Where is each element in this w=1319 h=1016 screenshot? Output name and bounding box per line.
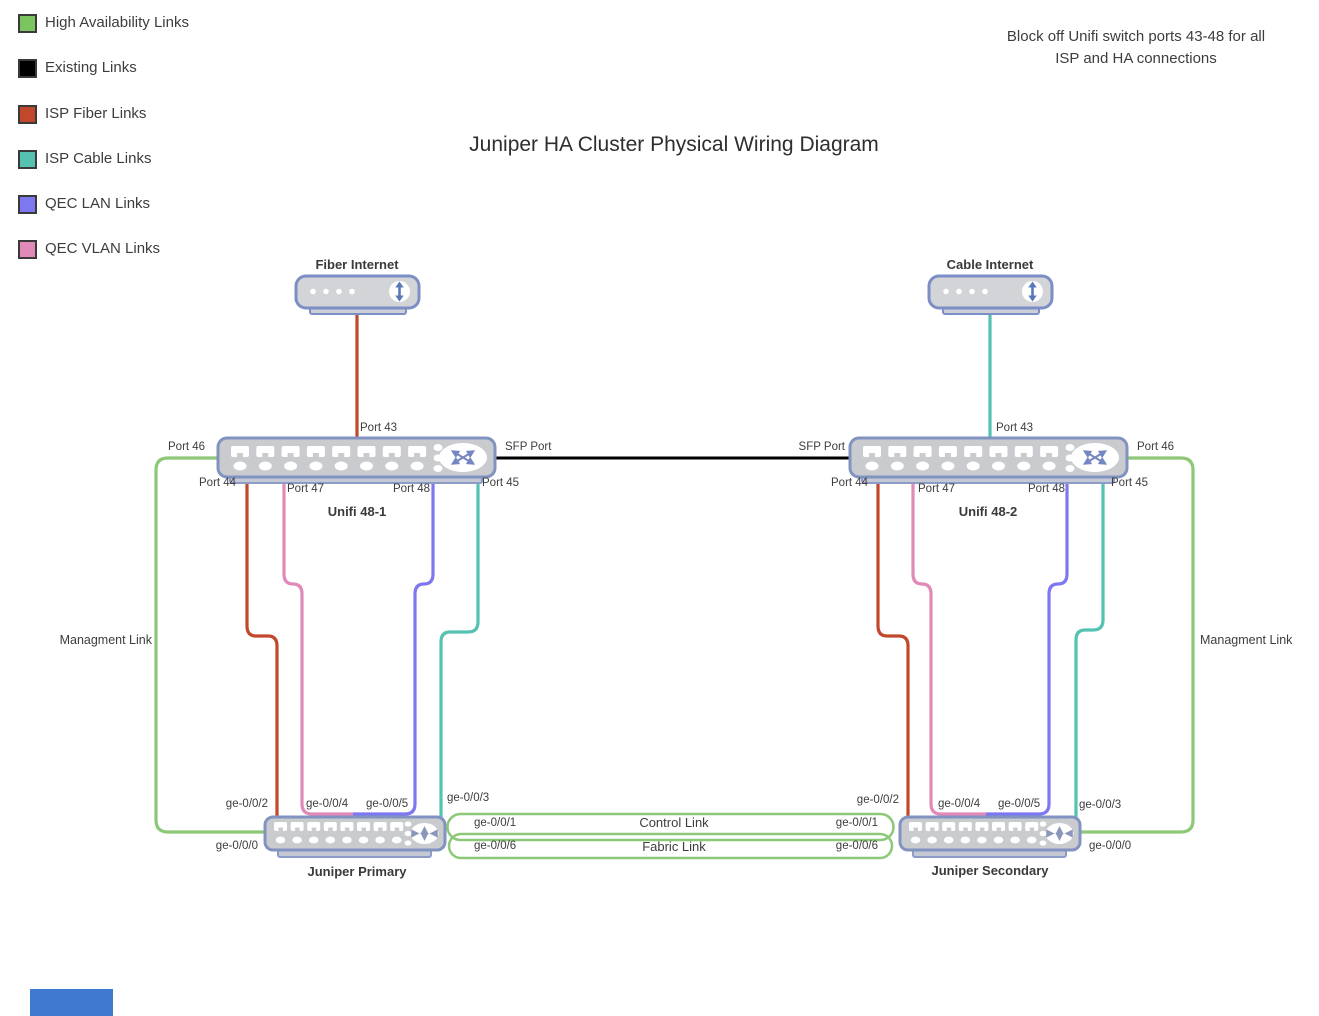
up-down-arrow-icon — [1028, 281, 1037, 302]
juniper1-ge005-label: ge-0/0/5 — [366, 798, 409, 810]
juniper1-ge000-label: ge-0/0/0 — [215, 840, 258, 852]
wire-vlan-unifi1-port47-to-ge004 — [282, 477, 353, 816]
wire-fiber-unifi2-port44-to-ge002 — [876, 477, 910, 818]
legend-label-isp-cable: ISP Cable Links — [45, 150, 152, 167]
unifi1-sfp-port-label: SFP Port — [505, 441, 552, 453]
wire-lan-unifi1-port48-to-ge005 — [353, 477, 435, 816]
router-arrows-icon — [411, 826, 438, 841]
note-block-ports: Block off Unifi switch ports 43-48 for a… — [936, 26, 1319, 70]
switch-ports — [863, 444, 1075, 472]
unifi1-port47-label: Port 47 — [287, 483, 325, 495]
unifi1-port43-label: Port 43 — [360, 422, 398, 434]
unifi2-port45-label: Port 45 — [1111, 477, 1149, 489]
juniper-primary-label: Juniper Primary — [307, 864, 407, 879]
legend-item-high-availability: High Availability Links — [18, 13, 189, 33]
modem-leds — [310, 288, 355, 295]
juniper2-ge002-label: ge-0/0/2 — [856, 794, 899, 806]
wires — [154, 305, 1195, 834]
up-down-arrow-icon — [395, 281, 404, 302]
control-link-label: Control Link — [639, 815, 709, 830]
juniper2-ge005-label: ge-0/0/5 — [998, 798, 1041, 810]
wire-cable-unifi2-port45-to-ge003 — [1074, 477, 1105, 818]
wire-vlan-unifi2-port47-to-ge004 — [911, 477, 986, 816]
juniper2-ge003-label: ge-0/0/3 — [1079, 799, 1122, 811]
management-link-label-right: Managment Link — [1200, 633, 1293, 647]
legend-label-qec-lan: QEC LAN Links — [45, 195, 151, 212]
legend-swatch-qec-lan — [18, 194, 37, 214]
wire-fiber-unifi1-port44-to-ge002 — [245, 477, 279, 818]
unifi1-port48-label: Port 48 — [393, 483, 431, 495]
unifi2-switch-icon — [848, 436, 1129, 484]
router-ports — [909, 821, 1047, 846]
fiber-modem-icon — [294, 274, 421, 315]
juniper2-ge004-label: ge-0/0/4 — [938, 798, 981, 810]
legend-swatch-existing — [18, 58, 37, 78]
legend-swatch-isp-fiber — [18, 104, 37, 124]
juniper-secondary-label: Juniper Secondary — [931, 863, 1049, 878]
unifi2-label: Unifi 48-2 — [958, 504, 1018, 519]
legend-swatch-isp-cable — [18, 149, 37, 169]
unifi1-switch-icon — [216, 436, 497, 484]
legend-label-isp-fiber: ISP Fiber Links — [45, 105, 147, 122]
juniper1-ge003-label: ge-0/0/3 — [447, 792, 490, 804]
unifi2-port46-label: Port 46 — [1137, 441, 1175, 453]
legend-item-qec-lan: QEC LAN Links — [18, 194, 150, 214]
juniper2-ge000-label: ge-0/0/0 — [1089, 840, 1132, 852]
legend-item-isp-cable: ISP Cable Links — [18, 149, 151, 169]
juniper1-ge004-label: ge-0/0/4 — [306, 798, 349, 810]
fiber-internet-label: Fiber Internet — [315, 257, 399, 272]
unifi1-port45-label: Port 45 — [482, 477, 520, 489]
unifi1-port44-label: Port 44 — [199, 477, 237, 489]
legend-label-high-availability: High Availability Links — [45, 14, 189, 31]
note-line-1: Block off Unifi switch ports 43-48 for a… — [1006, 28, 1266, 45]
legend-label-existing: Existing Links — [45, 59, 137, 76]
router-arrows-icon — [1046, 826, 1073, 841]
unifi2-port43-label: Port 43 — [996, 422, 1034, 434]
legend-item-isp-fiber: ISP Fiber Links — [18, 104, 146, 124]
management-link-label-left: Managment Link — [59, 633, 152, 647]
unifi2-sfp-port-label: SFP Port — [798, 441, 845, 453]
legend-label-qec-vlan: QEC VLAN Links — [45, 240, 161, 257]
wire-lan-unifi2-port48-to-ge005 — [986, 477, 1069, 816]
unifi2-port48-label: Port 48 — [1028, 483, 1066, 495]
switch-crossed-arrows-icon — [1082, 450, 1108, 465]
modem-leds — [943, 288, 988, 295]
wire-mgmt-unifi2-juniper-secondary — [1078, 456, 1195, 834]
wire-mgmt-unifi1-juniper-primary — [154, 456, 267, 834]
wire-cable-unifi1-port45-to-ge003 — [439, 477, 480, 818]
legend-item-qec-vlan: QEC VLAN Links — [18, 239, 160, 259]
unifi2-port44-label: Port 44 — [831, 477, 869, 489]
legend-swatch-high-availability — [18, 13, 37, 33]
legend-item-existing: Existing Links — [18, 58, 137, 78]
juniper-primary-router-icon — [263, 815, 447, 858]
juniper1-ge002-label: ge-0/0/2 — [225, 798, 268, 810]
unifi1-port46-label: Port 46 — [168, 441, 206, 453]
router-ports — [274, 821, 412, 846]
note-line-2: ISP and HA connections — [1055, 50, 1217, 67]
juniper1-ge006-label: ge-0/0/6 — [474, 840, 517, 852]
juniper2-ge001-label: ge-0/0/1 — [835, 817, 878, 829]
juniper2-ge006-label: ge-0/0/6 — [835, 840, 878, 852]
cable-internet-label: Cable Internet — [946, 257, 1034, 272]
unifi1-label: Unifi 48-1 — [327, 504, 387, 519]
fabric-link-box — [447, 832, 894, 860]
switch-crossed-arrows-icon — [450, 450, 476, 465]
fabric-link-label: Fabric Link — [642, 839, 706, 854]
control-link-box — [446, 812, 895, 842]
legend-swatch-qec-vlan — [18, 239, 37, 259]
partial-blue-shape — [30, 989, 113, 1016]
juniper1-ge001-label: ge-0/0/1 — [474, 817, 517, 829]
cable-modem-icon — [927, 274, 1054, 315]
page-title: Juniper HA Cluster Physical Wiring Diagr… — [469, 133, 879, 156]
juniper-secondary-router-icon — [898, 815, 1082, 858]
unifi2-port47-label: Port 47 — [918, 483, 956, 495]
